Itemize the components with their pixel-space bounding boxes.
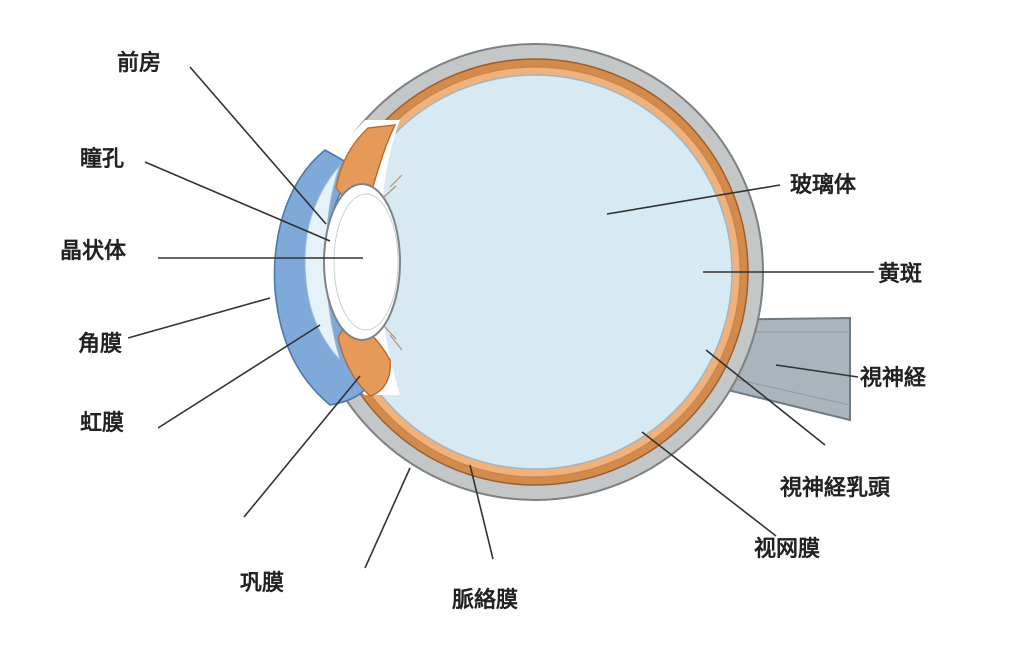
label-macula: 黄斑 xyxy=(878,262,922,287)
label-anterior-chamber: 前房 xyxy=(117,50,161,76)
leader-pupil xyxy=(144,161,331,242)
leader-optic-nerve xyxy=(775,364,859,378)
suspensory-ligaments xyxy=(383,174,403,351)
label-retina: 视网膜 xyxy=(754,536,820,562)
label-lens: 晶状体 xyxy=(60,239,127,264)
leader-choroid-2 xyxy=(469,464,494,560)
leader-vitreous xyxy=(606,184,781,215)
lens-capsule xyxy=(333,193,399,331)
label-vitreous: 玻璃体 xyxy=(790,172,857,198)
leader-choroid xyxy=(364,467,411,569)
label-choroid: 脈絡膜 xyxy=(452,587,518,613)
label-optic-disc: 視神経乳頭 xyxy=(780,475,891,501)
leader-anterior-chamber xyxy=(189,66,327,225)
label-optic-nerve: 視神経 xyxy=(860,365,927,391)
leader-sclera xyxy=(243,375,361,518)
label-pupil: 瞳孔 xyxy=(80,146,124,172)
label-cornea: 角膜 xyxy=(78,331,122,357)
leader-iris xyxy=(157,324,321,429)
label-sclera: 巩膜 xyxy=(240,571,284,596)
leader-cornea xyxy=(127,297,271,339)
leader-optic-disc xyxy=(705,349,826,446)
label-iris: 虹膜 xyxy=(80,411,124,436)
lens xyxy=(323,183,401,341)
leader-retina xyxy=(641,431,777,537)
